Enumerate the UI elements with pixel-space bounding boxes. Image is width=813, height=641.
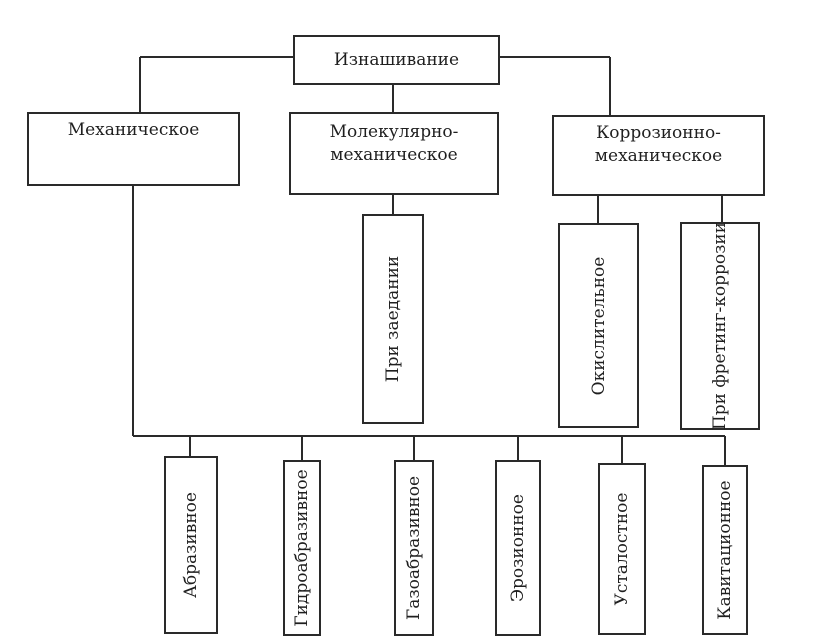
node-seizure: При заедании [362,214,424,424]
category-mechanical: Механическое [27,112,240,186]
node-oxidative: Окислительное [558,223,639,428]
category-molecular-label-line2: механическое [330,145,458,165]
node-seizure-label: При заедании [383,255,403,383]
root-node: Изнашивание [293,35,500,85]
category-corrosion-mechanical: Коррозионно- механическое [552,115,765,196]
node-abrasive-label: Абразивное [181,492,201,598]
node-oxidative-label: Окислительное [588,256,609,395]
node-fretting-label: При фретинг-коррозии [710,221,730,431]
node-erosive: Эрозионное [495,460,541,636]
category-molecular-mechanical: Молекулярно- механическое [289,112,499,195]
node-cavitation: Кавитационное [702,465,748,635]
node-hydroabrasive: Гидроабразивное [283,460,321,636]
node-hydroabrasive-label: Гидроабразивное [292,469,312,627]
node-fatigue-label: Усталостное [612,492,632,606]
node-fretting: При фретинг-коррозии [680,222,760,430]
node-abrasive: Абразивное [164,456,218,634]
category-mechanical-label: Механическое [67,120,200,140]
node-gasabrasive-label: Газоабразивное [404,475,424,621]
category-corrosion-label-line1: Коррозионно- [596,123,721,143]
node-erosive-label: Эрозионное [508,494,528,602]
root-label: Изнашивание [333,50,460,70]
node-gasabrasive: Газоабразивное [394,460,434,636]
node-cavitation-label: Кавитационное [715,480,735,620]
category-molecular-label-line1: Молекулярно- [329,122,459,142]
node-fatigue: Усталостное [598,463,646,635]
category-corrosion-label-line2: механическое [594,146,723,166]
